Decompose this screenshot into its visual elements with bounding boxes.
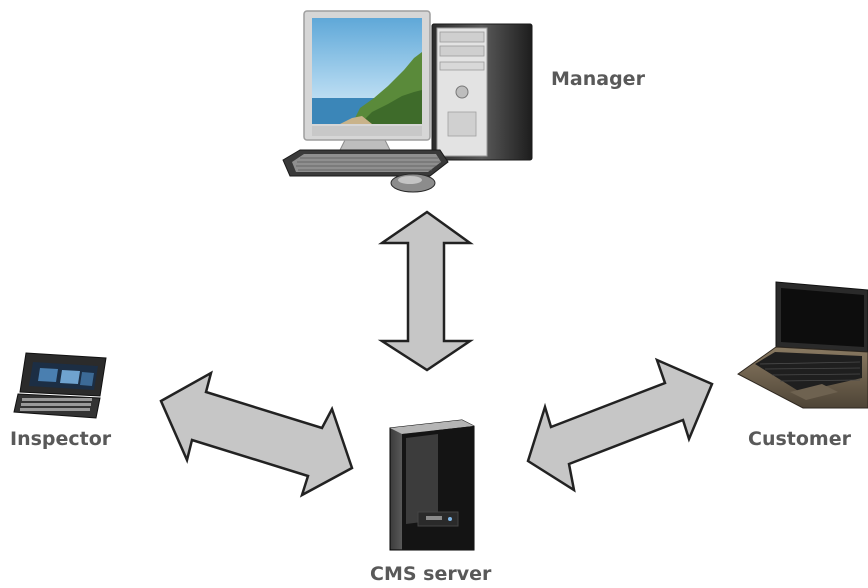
desktop-computer-icon bbox=[282, 10, 533, 193]
laptop-icon bbox=[737, 281, 868, 409]
smartphone-icon bbox=[13, 352, 107, 419]
customer-label: Customer bbox=[748, 428, 851, 450]
inspector-label: Inspector bbox=[10, 428, 112, 450]
arrow-manager-cms bbox=[377, 210, 475, 372]
arrow-customer-cms bbox=[526, 357, 714, 493]
server-tower-icon bbox=[389, 419, 475, 551]
cms-server-label: CMS server bbox=[370, 563, 492, 585]
manager-label: Manager bbox=[551, 68, 645, 90]
arrow-inspector-cms bbox=[159, 370, 354, 498]
